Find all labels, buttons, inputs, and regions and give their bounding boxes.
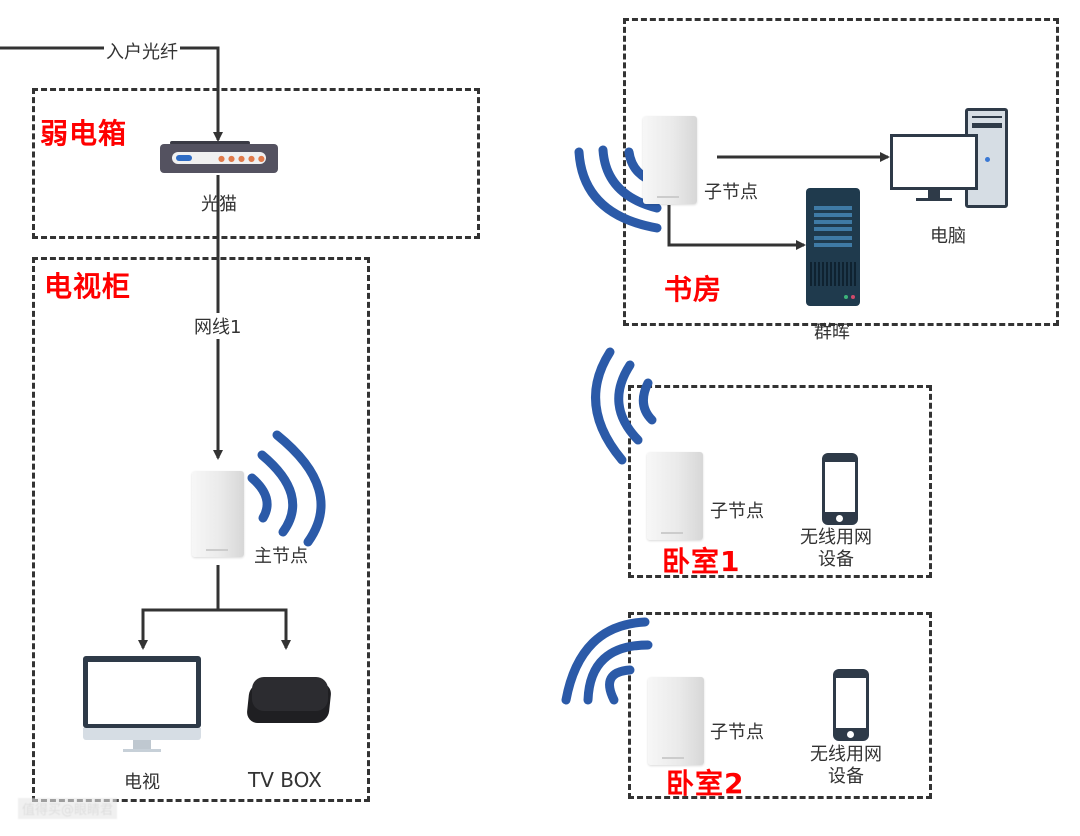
cable1-label: 网线1 <box>192 313 244 339</box>
wifi-icon-main <box>247 430 326 547</box>
wifi-icon-bedroom1 <box>591 347 657 465</box>
main-to-devices-line <box>138 565 220 650</box>
study-node-router-icon <box>643 116 697 204</box>
zone-title-tv-cabinet: 电视柜 <box>44 270 132 303</box>
zone-bedroom2 <box>628 612 932 799</box>
zone-title-weak-box: 弱电箱 <box>40 117 128 150</box>
tv-icon <box>83 656 201 756</box>
study-to-nas-line <box>667 205 806 250</box>
watermark: 值得买@眼睛君 <box>18 798 118 819</box>
bedroom2-node-label: 子节点 <box>710 722 764 743</box>
bedroom2-device-label: 无线用网 设备 <box>810 744 882 787</box>
fiber-label: 入户光纤 <box>104 38 180 64</box>
wifi-icon-bedroom2 <box>561 617 653 705</box>
main-node-label: 主节点 <box>254 546 308 567</box>
pc-icon <box>890 108 1010 208</box>
zone-weak-box <box>32 88 480 239</box>
zone-title-bedroom2: 卧室2 <box>666 767 745 800</box>
pc-label: 电脑 <box>930 226 966 247</box>
zone-title-study: 书房 <box>664 273 723 306</box>
modem-label: 光猫 <box>201 194 237 215</box>
tv-box-icon <box>245 675 333 731</box>
bedroom1-phone-icon <box>822 453 858 525</box>
main-to-tvbox-line <box>218 608 291 650</box>
zone-title-bedroom1: 卧室1 <box>662 545 741 578</box>
tv-label: 电视 <box>124 772 160 793</box>
bedroom2-phone-icon <box>833 669 869 741</box>
zone-tv-cabinet <box>32 257 370 802</box>
bedroom1-node-label: 子节点 <box>710 501 764 522</box>
bedroom1-node-router-icon <box>647 452 703 540</box>
tv-box-label: TV BOX <box>248 768 322 792</box>
study-node-label: 子节点 <box>704 182 758 203</box>
modem-icon: ●●●●● <box>160 141 278 176</box>
zone-bedroom1 <box>628 385 932 578</box>
main-node-router-icon <box>192 471 244 557</box>
bedroom2-node-router-icon <box>648 677 704 765</box>
fiber-line <box>0 46 223 142</box>
nas-server-icon <box>806 188 860 306</box>
bedroom1-device-label: 无线用网 设备 <box>800 527 872 570</box>
nas-label: 群晖 <box>814 322 850 343</box>
zone-study <box>623 18 1059 326</box>
